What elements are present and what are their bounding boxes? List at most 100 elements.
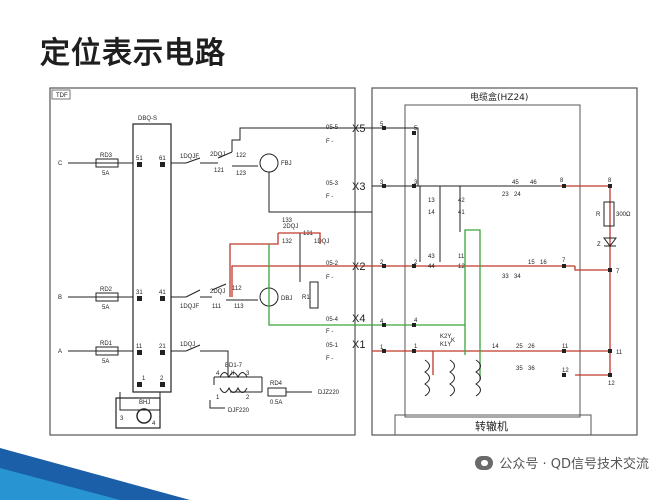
switch-machine-frame (394, 414, 592, 436)
pin-2: 2 (160, 376, 164, 382)
sm-16: 16 (540, 260, 547, 266)
bhj-pin-4: 4 (152, 421, 156, 427)
cb-pin-43: 43 (428, 254, 435, 260)
dqj-low-pin-112: 112 (232, 286, 242, 292)
djz220-label: DJZ220 (318, 390, 340, 396)
cable-box-title: 电缆盒(HZ24) (470, 91, 528, 103)
dqj-top-pin-123: 123 (236, 171, 247, 177)
r1-label: R1 (302, 295, 310, 301)
bhj-label: BHJ (139, 400, 150, 406)
terminal-x5-pin: 5 (380, 122, 384, 128)
motor-coil-3 (475, 359, 481, 397)
node-c: C (58, 161, 63, 167)
r1-resistor (309, 281, 319, 309)
tap-1: 1 (216, 395, 220, 401)
dqj-top-pin-121: 121 (214, 168, 225, 174)
terminal-x3: X3 (352, 181, 365, 193)
pin-61: 61 (159, 156, 166, 162)
cb-pin-3: 3 (414, 180, 418, 186)
sm-7: 7 (562, 258, 566, 264)
terminal-x1-f: F - (326, 356, 333, 362)
cb-pin-1: 1 (414, 344, 418, 350)
dqj-mid-right-label: 1DQJ (314, 239, 329, 245)
rc-mid-pin: 7 (616, 269, 620, 275)
sm-15: 15 (528, 260, 535, 266)
sm-12: 12 (562, 368, 569, 374)
relay-box (132, 123, 172, 393)
transformer-coil (219, 372, 248, 379)
transformer-label: BD1-7 (225, 363, 243, 369)
bhj-box (115, 397, 161, 429)
pin-1: 1 (142, 376, 146, 382)
terminal-x5-code: 05-5 (326, 125, 339, 131)
terminal-x2-pin: 2 (380, 260, 384, 266)
cb-pin-12: 12 (458, 264, 465, 270)
node-b: B (58, 295, 62, 301)
dbj-label: DBJ (281, 296, 292, 302)
cb-pin-13: 13 (428, 198, 435, 204)
left-panel-frame (49, 87, 356, 436)
node-a: A (58, 349, 62, 355)
sm-45: 45 (512, 180, 519, 186)
terminal-x2-f: F - (326, 275, 333, 281)
sm-34: 34 (514, 274, 521, 280)
tap-4: 4 (216, 371, 220, 377)
rd2-label: RD2 (100, 287, 113, 293)
slide-title: 定位表示电路 (40, 36, 226, 71)
k-label: K (451, 338, 455, 344)
terminal-x4: X4 (352, 313, 365, 325)
dqj-top-label: 2DQJ (210, 152, 225, 158)
rd1-label: RD1 (100, 341, 113, 347)
terminal-x2-code: 05-2 (326, 261, 339, 267)
cb-pin-44: 44 (428, 264, 435, 270)
terminal-x4-pin: 4 (380, 319, 384, 325)
tap-3: 3 (246, 371, 250, 377)
cable-box-frame (404, 104, 581, 418)
tap-ii: II (231, 371, 235, 377)
rd4-label: RD4 (270, 381, 283, 387)
cb-pin-2: 2 (414, 260, 418, 266)
panel-tag: TDF (56, 93, 68, 99)
sm-23: 23 (502, 192, 509, 198)
dqj-top-pin-122: 122 (236, 153, 247, 159)
djf220-label: DJF220 (228, 408, 250, 414)
rc-top-pin: 8 (608, 178, 612, 184)
terminal-x4-code: 05-4 (326, 317, 339, 323)
r-label: R (596, 212, 601, 218)
tap-2: 2 (246, 395, 250, 401)
terminal-x5-f: F - (326, 139, 333, 145)
motor-coil-1 (424, 359, 430, 397)
pin-51: 51 (136, 156, 143, 162)
relay-box-label: DBQ-S (138, 116, 157, 122)
dqj-mid-pin-132: 132 (282, 239, 293, 245)
k2y-label: K2Y (440, 334, 451, 340)
terminal-x1-pin: 1 (380, 345, 384, 351)
bhj-pin-3: 3 (120, 416, 124, 422)
rc-low-pin-12: 12 (608, 381, 615, 387)
corner-decoration (0, 448, 190, 500)
terminal-x4-f: F - (326, 329, 333, 335)
pin-31: 31 (136, 290, 143, 296)
pin-11: 11 (136, 344, 143, 350)
terminal-x2: X2 (352, 261, 365, 273)
sm-36: 36 (528, 366, 535, 372)
sm-14: 14 (492, 344, 499, 350)
dqj-low-label: 2DQJ (210, 289, 225, 295)
dqj-low-pin-113: 113 (234, 304, 244, 310)
k1y-label: K1Y (440, 342, 451, 348)
djf-mid-label: 1DQJF (180, 304, 199, 310)
cb-pin-4: 4 (414, 318, 418, 324)
rd1-value: 5A (102, 359, 109, 365)
zener-diode-icon (603, 237, 617, 247)
terminal-x5: X5 (352, 123, 365, 135)
dqj-mid-label: 2DQJ (283, 224, 298, 230)
pin-41: 41 (159, 290, 166, 296)
fbj-label: FBJ (281, 161, 292, 167)
rc-low-pin-11: 11 (616, 350, 623, 356)
sm-8: 8 (560, 178, 564, 184)
r-value: 300Ω (616, 212, 631, 218)
cb-pin-41: 41 (458, 210, 465, 216)
sm-26: 26 (528, 344, 535, 350)
rd2-value: 5A (102, 305, 109, 311)
